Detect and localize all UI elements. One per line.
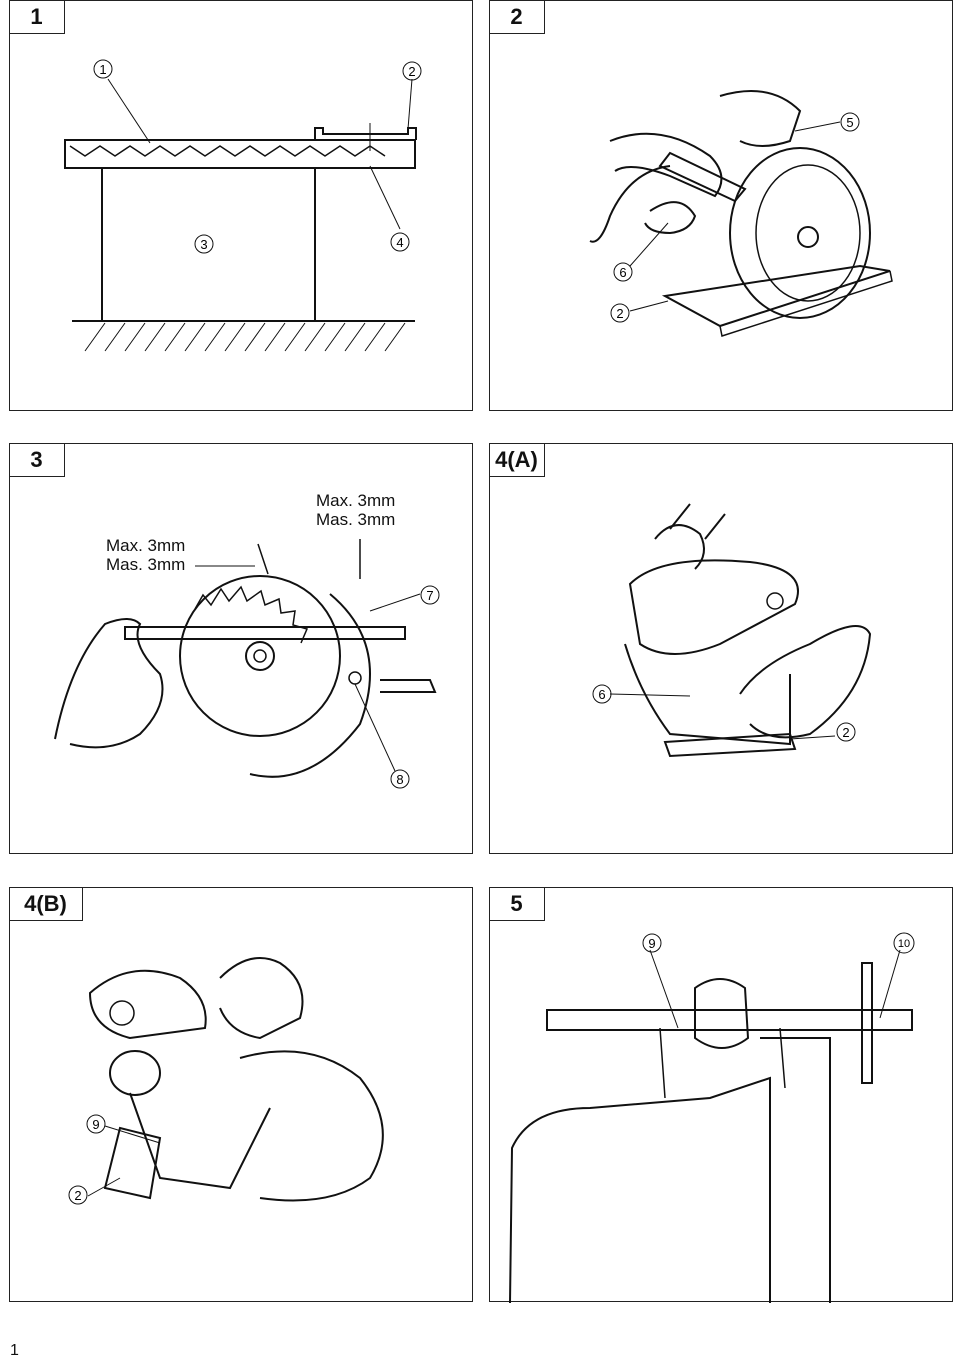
svg-text:8: 8 bbox=[396, 772, 403, 787]
svg-text:5: 5 bbox=[846, 115, 853, 130]
blade-depth-adjust-illustration: 7 8 bbox=[54, 539, 440, 789]
callout-8: 8 bbox=[390, 769, 410, 789]
callout-4: 4 bbox=[390, 232, 410, 252]
panel-number: 2 bbox=[488, 0, 545, 34]
page-number: 1 bbox=[10, 1342, 19, 1359]
callout-2: 2 bbox=[610, 303, 630, 323]
figure-panel-3: 3 Max. 3mm Mas. 3mm Max. 3mm Mas. 3mm 7 … bbox=[8, 442, 473, 854]
figure-panel-2: 2 5 6 2 bbox=[488, 0, 953, 411]
panel-number: 5 bbox=[488, 886, 545, 921]
callout-10: 10 bbox=[893, 932, 915, 954]
figure-panel-5: 5 9 10 bbox=[488, 886, 953, 1303]
measure-label-line: Max. 3mm bbox=[106, 536, 186, 555]
bevel-lock-illustration-b: 9 2 bbox=[68, 957, 384, 1205]
figure-panel-4b: 4(B) 9 2 bbox=[8, 886, 473, 1302]
svg-text:9: 9 bbox=[648, 936, 655, 951]
table-saw-setup-illustration: 1 2 3 4 bbox=[64, 59, 422, 352]
svg-text:2: 2 bbox=[842, 725, 849, 740]
svg-text:7: 7 bbox=[426, 588, 433, 603]
panel-number: 4(B) bbox=[8, 886, 83, 921]
measure-label-line: Max. 3mm bbox=[316, 491, 396, 510]
callout-7: 7 bbox=[420, 585, 440, 605]
callout-3: 3 bbox=[194, 234, 214, 254]
circular-saw-grip-illustration: 5 6 2 bbox=[589, 90, 893, 337]
svg-text:2: 2 bbox=[408, 64, 415, 79]
figure-panel-4a: 4(A) 6 2 bbox=[488, 442, 953, 854]
callout-9: 9 bbox=[642, 933, 662, 953]
bevel-lock-illustration-a: 6 2 bbox=[592, 503, 872, 758]
callout-6: 6 bbox=[613, 262, 633, 282]
measure-label-left: Max. 3mm Mas. 3mm bbox=[106, 536, 185, 574]
svg-text:2: 2 bbox=[616, 306, 623, 321]
panel-number: 3 bbox=[8, 442, 65, 477]
svg-text:4: 4 bbox=[396, 235, 403, 250]
svg-text:6: 6 bbox=[598, 687, 605, 702]
svg-text:9: 9 bbox=[92, 1117, 99, 1132]
callout-9: 9 bbox=[86, 1114, 106, 1134]
svg-text:10: 10 bbox=[898, 938, 910, 950]
callout-2: 2 bbox=[68, 1185, 88, 1205]
panel-number: 1 bbox=[8, 0, 65, 34]
svg-text:6: 6 bbox=[619, 265, 626, 280]
callout-6: 6 bbox=[592, 684, 612, 704]
svg-text:1: 1 bbox=[99, 62, 106, 77]
panel-number: 4(A) bbox=[488, 442, 545, 477]
measure-label-line: Mas. 3mm bbox=[106, 555, 186, 574]
callout-2: 2 bbox=[836, 722, 856, 742]
callout-5: 5 bbox=[840, 112, 860, 132]
callout-2: 2 bbox=[402, 61, 422, 81]
measure-label-right: Max. 3mm Mas. 3mm bbox=[316, 491, 395, 529]
svg-text:3: 3 bbox=[200, 237, 207, 252]
measure-label-line: Mas. 3mm bbox=[316, 510, 396, 529]
svg-text:2: 2 bbox=[74, 1188, 81, 1203]
guide-fence-illustration: 9 10 bbox=[509, 932, 915, 1303]
figure-panel-1: 1 1 2 3 4 bbox=[8, 0, 473, 411]
callout-1: 1 bbox=[93, 59, 113, 79]
